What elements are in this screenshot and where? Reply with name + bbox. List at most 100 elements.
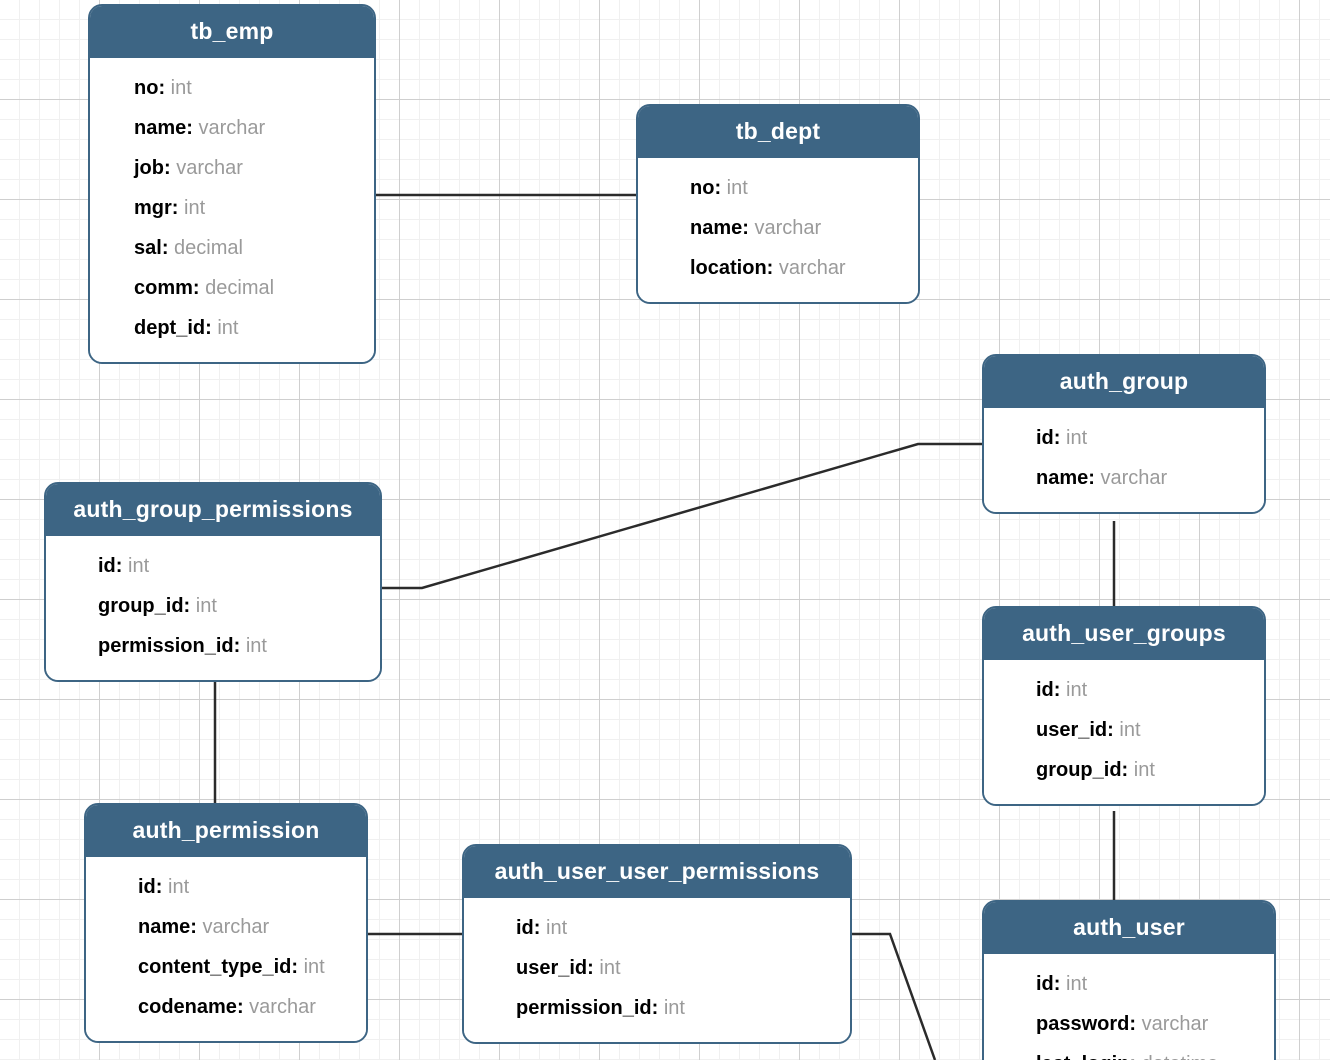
entity-auth_permission[interactable]: auth_permission id: int name: varchar co… <box>84 803 368 1043</box>
entity-auth_user_groups[interactable]: auth_user_groups id: int user_id: int gr… <box>982 606 1266 806</box>
field-type: int <box>1066 973 1088 995</box>
field-name: last_login <box>1036 1053 1129 1060</box>
field-row: no: int <box>638 168 918 208</box>
field-type: int <box>546 917 568 939</box>
field-name: password <box>1036 1013 1130 1035</box>
entity-title: auth_user <box>984 902 1274 954</box>
field-name: location <box>690 257 767 279</box>
field-type: varchar <box>1141 1013 1209 1035</box>
field-separator: : <box>1053 973 1061 995</box>
entity-auth_group[interactable]: auth_group id: int name: varchar <box>982 354 1266 514</box>
field-separator: : <box>1053 679 1061 701</box>
entity-auth_user[interactable]: auth_user id: int password: varchar last… <box>982 900 1276 1060</box>
entity-auth_group_permissions[interactable]: auth_group_permissions id: int group_id:… <box>44 482 382 682</box>
field-type: int <box>1066 427 1088 449</box>
field-separator: : <box>651 997 659 1019</box>
field-row: name: varchar <box>984 458 1264 498</box>
field-row: name: varchar <box>86 907 366 947</box>
field-row: permission_id: int <box>464 988 850 1028</box>
field-type: int <box>599 957 621 979</box>
field-row: user_id: int <box>464 948 850 988</box>
field-name: job <box>134 157 164 179</box>
field-name: user_id <box>1036 719 1108 741</box>
field-row: sal: decimal <box>90 228 374 268</box>
entity-auth_user_user_permissions[interactable]: auth_user_user_permissions id: int user_… <box>462 844 852 1044</box>
field-type: decimal <box>174 237 243 259</box>
field-separator: : <box>1088 467 1095 489</box>
field-separator: : <box>161 237 169 259</box>
field-separator: : <box>587 957 594 979</box>
field-type: varchar <box>249 996 316 1018</box>
field-separator: : <box>236 996 244 1018</box>
entity-title: auth_user_user_permissions <box>464 846 850 898</box>
entity-title: tb_emp <box>90 6 374 58</box>
field-type: varchar <box>1100 467 1168 489</box>
field-type: int <box>1066 679 1088 701</box>
field-type: int <box>1119 719 1141 741</box>
field-row: permission_id: int <box>46 626 380 666</box>
field-name: codename <box>138 996 237 1018</box>
field-name: id <box>1036 973 1054 995</box>
relationship-line <box>852 932 937 1060</box>
field-name: no <box>690 177 715 199</box>
field-separator: : <box>1053 427 1061 449</box>
field-name: user_id <box>516 957 588 979</box>
field-name: no <box>134 77 159 99</box>
entity-title: auth_group_permissions <box>46 484 380 536</box>
field-row: user_id: int <box>984 710 1264 750</box>
field-separator: : <box>1121 759 1129 781</box>
entity-tb_emp[interactable]: tb_emp no: int name: varchar job: varcha… <box>88 4 376 364</box>
entity-fields: id: int user_id: int permission_id: int <box>464 898 850 1042</box>
field-separator: : <box>115 555 123 577</box>
field-row: dept_id: int <box>90 308 374 348</box>
field-type: int <box>184 197 206 219</box>
field-name: permission_id <box>516 997 652 1019</box>
field-row: comm: decimal <box>90 268 374 308</box>
field-row: group_id: int <box>984 750 1264 790</box>
field-type: int <box>1133 759 1155 781</box>
field-separator: : <box>533 917 541 939</box>
field-type: int <box>663 997 685 1019</box>
entity-tb_dept[interactable]: tb_dept no: int name: varchar location: … <box>636 104 920 304</box>
field-row: job: varchar <box>90 148 374 188</box>
field-type: int <box>170 77 192 99</box>
field-type: datetime <box>1142 1053 1219 1060</box>
field-row: last_login: datetime <box>984 1044 1274 1060</box>
field-separator: : <box>186 117 193 139</box>
field-type: int <box>726 177 748 199</box>
field-row: id: int <box>86 867 366 907</box>
field-type: int <box>168 876 190 898</box>
entity-title: tb_dept <box>638 106 918 158</box>
field-separator: : <box>205 317 212 339</box>
field-row: name: varchar <box>90 108 374 148</box>
field-name: content_type_id <box>138 956 292 978</box>
field-name: dept_id <box>134 317 206 339</box>
field-type: int <box>195 595 217 617</box>
field-name: permission_id <box>98 635 234 657</box>
field-name: name <box>138 916 191 938</box>
field-type: varchar <box>202 916 270 938</box>
entity-fields: no: int name: varchar location: varchar <box>638 158 918 302</box>
entity-fields: no: int name: varchar job: varchar mgr: … <box>90 58 374 362</box>
entity-title: auth_group <box>984 356 1264 408</box>
field-name: group_id <box>1036 759 1122 781</box>
field-name: comm <box>134 277 193 299</box>
field-separator: : <box>1107 719 1114 741</box>
field-name: id <box>516 917 534 939</box>
entity-fields: id: int group_id: int permission_id: int <box>46 536 380 680</box>
entity-fields: id: int name: varchar <box>984 408 1264 512</box>
field-type: int <box>128 555 150 577</box>
entity-fields: id: int name: varchar content_type_id: i… <box>86 857 366 1041</box>
field-row: password: varchar <box>984 1004 1274 1044</box>
field-type: decimal <box>205 277 275 299</box>
entity-title: auth_user_groups <box>984 608 1264 660</box>
field-row: id: int <box>46 546 380 586</box>
field-separator: : <box>1129 1053 1136 1060</box>
field-separator: : <box>742 217 749 239</box>
field-type: varchar <box>176 157 243 179</box>
field-row: location: varchar <box>638 248 918 288</box>
field-type: int <box>217 317 239 339</box>
field-name: sal <box>134 237 162 259</box>
field-row: group_id: int <box>46 586 380 626</box>
